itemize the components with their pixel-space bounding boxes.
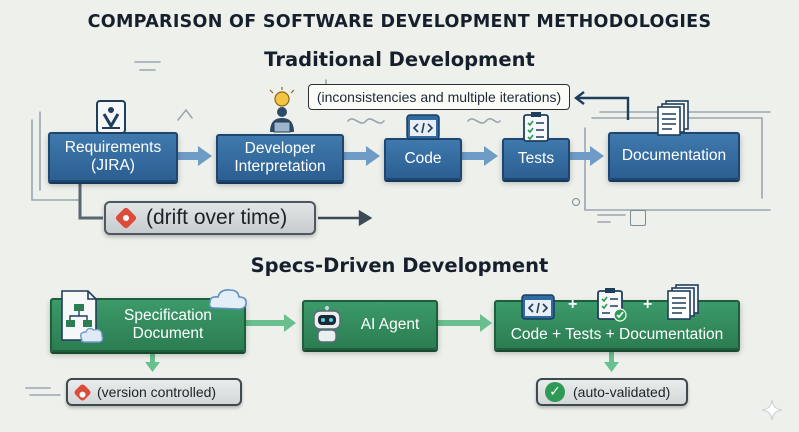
specs-heading: Specs-Driven Development [250, 254, 549, 277]
decor-square [630, 210, 646, 226]
bundle-documents-icon [667, 284, 699, 320]
requirements-box: Requirements(JIRA) [48, 132, 178, 182]
main-title: COMPARISON OF SOFTWARE DEVELOPMENT METHO… [87, 12, 712, 32]
plus-sign-2: + [643, 296, 653, 313]
version-controlled-pill: (version controlled) [66, 378, 242, 406]
version-controlled-label: (version controlled) [97, 384, 217, 400]
auto-validated-pill: ✓ (auto-validated) [536, 378, 688, 406]
ai-agent-label: AI Agent [360, 316, 420, 333]
iteration-note: (inconsistencies and multiple iterations… [308, 84, 570, 110]
robot-icon [313, 306, 341, 343]
tests-label: Tests [517, 150, 555, 167]
git-icon [114, 206, 138, 230]
tests-box: Tests [502, 138, 570, 180]
drift-indicator: (drift over time) [104, 201, 316, 235]
bundle-checklist-icon [597, 288, 627, 322]
auto-validated-label: (auto-validated) [573, 384, 671, 400]
traditional-heading: Traditional Development [264, 48, 535, 71]
sparkle-icon [761, 399, 783, 421]
bundle-code-icon [521, 294, 555, 320]
check-icon: ✓ [545, 382, 565, 402]
jira-icon [96, 100, 126, 134]
spec-document-icon [61, 290, 104, 343]
specification-label-1: Specification [124, 307, 212, 324]
interpretation-label-1: Developer [244, 140, 316, 157]
checklist-icon [523, 112, 549, 142]
documentation-label: Documentation [621, 147, 727, 164]
requirements-sublabel: (JIRA) [91, 157, 135, 174]
drift-label: (drift over time) [146, 206, 288, 229]
documentation-box: Documentation [608, 132, 740, 180]
specification-label-2: Document [132, 325, 204, 342]
developer-icon [269, 87, 295, 133]
version-git-icon [73, 382, 92, 402]
cloud-icon [208, 289, 247, 310]
code-label: Code [404, 150, 442, 167]
code-icon [406, 114, 440, 140]
decor-circle [572, 198, 580, 206]
documents-icon [657, 100, 689, 136]
code-box: Code [384, 138, 462, 180]
requirements-label: Requirements [64, 139, 162, 156]
plus-sign-1: + [568, 296, 578, 313]
bundle-label: Code + Tests + Documentation [510, 326, 724, 343]
interpretation-label-2: Interpretation [234, 158, 326, 175]
